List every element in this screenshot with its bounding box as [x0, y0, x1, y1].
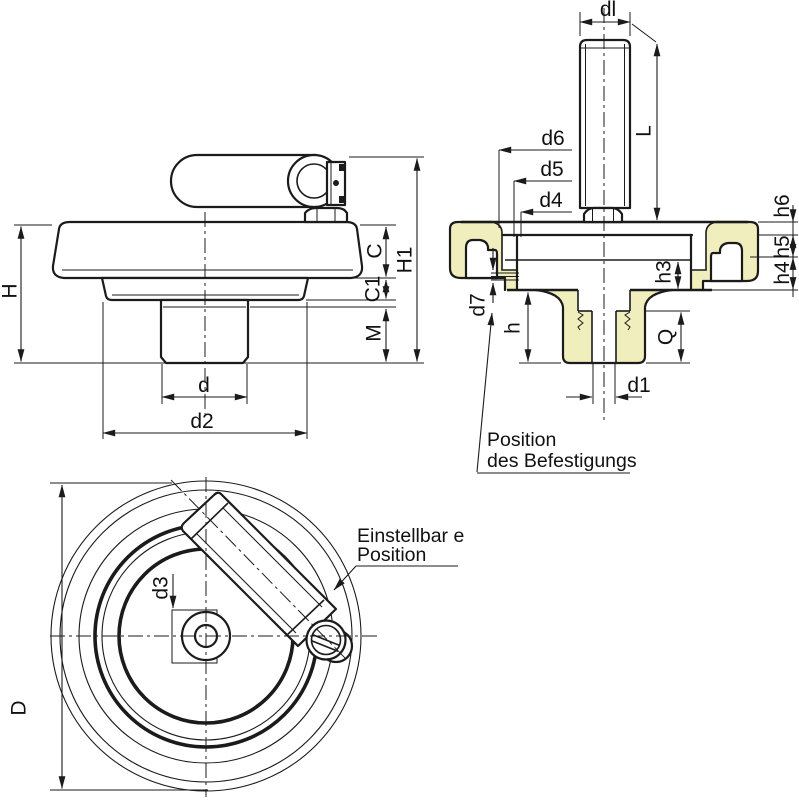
handle-highlight-line [222, 507, 323, 608]
section-view: dl L d6 d5 d4 h6 h5 h4 h3 d7 h Q d1 Posi… [448, 0, 798, 474]
dim-label-h: h [502, 322, 525, 334]
dim-label-h3: h3 [653, 260, 676, 283]
side-dimension-lines [17, 158, 421, 437]
bracket-tab-top [339, 164, 346, 171]
thread-relief-right [624, 311, 631, 331]
dim-label-C: C [364, 243, 387, 258]
front-view: D d3 Einstellbar e Position [8, 477, 464, 797]
dim-label-H: H [0, 283, 22, 298]
handle-cylinder [578, 38, 632, 210]
annotation-line1: Position [487, 429, 556, 451]
folded-handle-cylinder [169, 153, 318, 209]
dim-label-d4: d4 [539, 189, 563, 212]
side-extension-lines [14, 156, 424, 439]
pivot-pin-dot [333, 180, 339, 186]
handle-highlight-line [196, 533, 297, 634]
dim-label-dl: dl [600, 0, 616, 21]
dim-label-d2: d2 [190, 410, 213, 433]
annotation-line2: Position [357, 544, 426, 566]
section-extension-lines [498, 12, 798, 404]
dim-label-d: d [198, 374, 210, 397]
front-extension-lines [50, 482, 208, 791]
dim-label-L: L [633, 125, 656, 137]
setscrew-hole-lines [491, 272, 519, 281]
dim-label-h5: h5 [771, 235, 794, 258]
left-rim-outline [448, 220, 507, 292]
dim-label-D: D [8, 700, 31, 715]
fastening-position-annotation: Position des Befestigungs [477, 429, 637, 474]
right-rim-outline [701, 220, 760, 292]
dim-label-M: M [363, 324, 386, 342]
screw-slot-line [310, 639, 339, 653]
dim-label-C1: C1 [362, 276, 385, 303]
dim-label-H1: H1 [394, 247, 417, 274]
adjustable-position-annotation: Einstellbar e Position [356, 525, 464, 567]
dim-label-h6: h6 [771, 194, 794, 217]
dim-label-d6: d6 [541, 127, 564, 150]
hub-outline [534, 288, 674, 365]
side-view: H H1 C C1 M d d2 [0, 153, 424, 439]
dim-label-d1: d1 [627, 374, 650, 397]
dim-label-d5: d5 [540, 158, 563, 181]
handle-nut-section [582, 206, 624, 224]
left-rim-notch [464, 238, 499, 280]
front-dimension-lines [58, 484, 357, 789]
handle-nut [303, 206, 349, 224]
section-dimension-lines [476, 18, 797, 473]
dim-label-h4: h4 [771, 261, 794, 285]
dim-label-Q: Q [655, 329, 678, 345]
centerline-handle-axis [170, 479, 347, 660]
wheel-rim-profile [51, 220, 364, 280]
bracket-tab-bottom [339, 196, 346, 203]
dim-label-d7: d7 [467, 293, 490, 316]
d3-tangent-box [171, 609, 218, 664]
thread-relief-left [577, 311, 584, 331]
right-rim-notch [709, 241, 744, 283]
counterbore-outline [577, 290, 631, 363]
annotation-line1: Einstellbar e [357, 525, 464, 547]
dim-label-d3: d3 [150, 576, 173, 599]
annotation-line2: des Befestigungs [487, 450, 637, 472]
handle-end-chamfer [190, 502, 229, 540]
